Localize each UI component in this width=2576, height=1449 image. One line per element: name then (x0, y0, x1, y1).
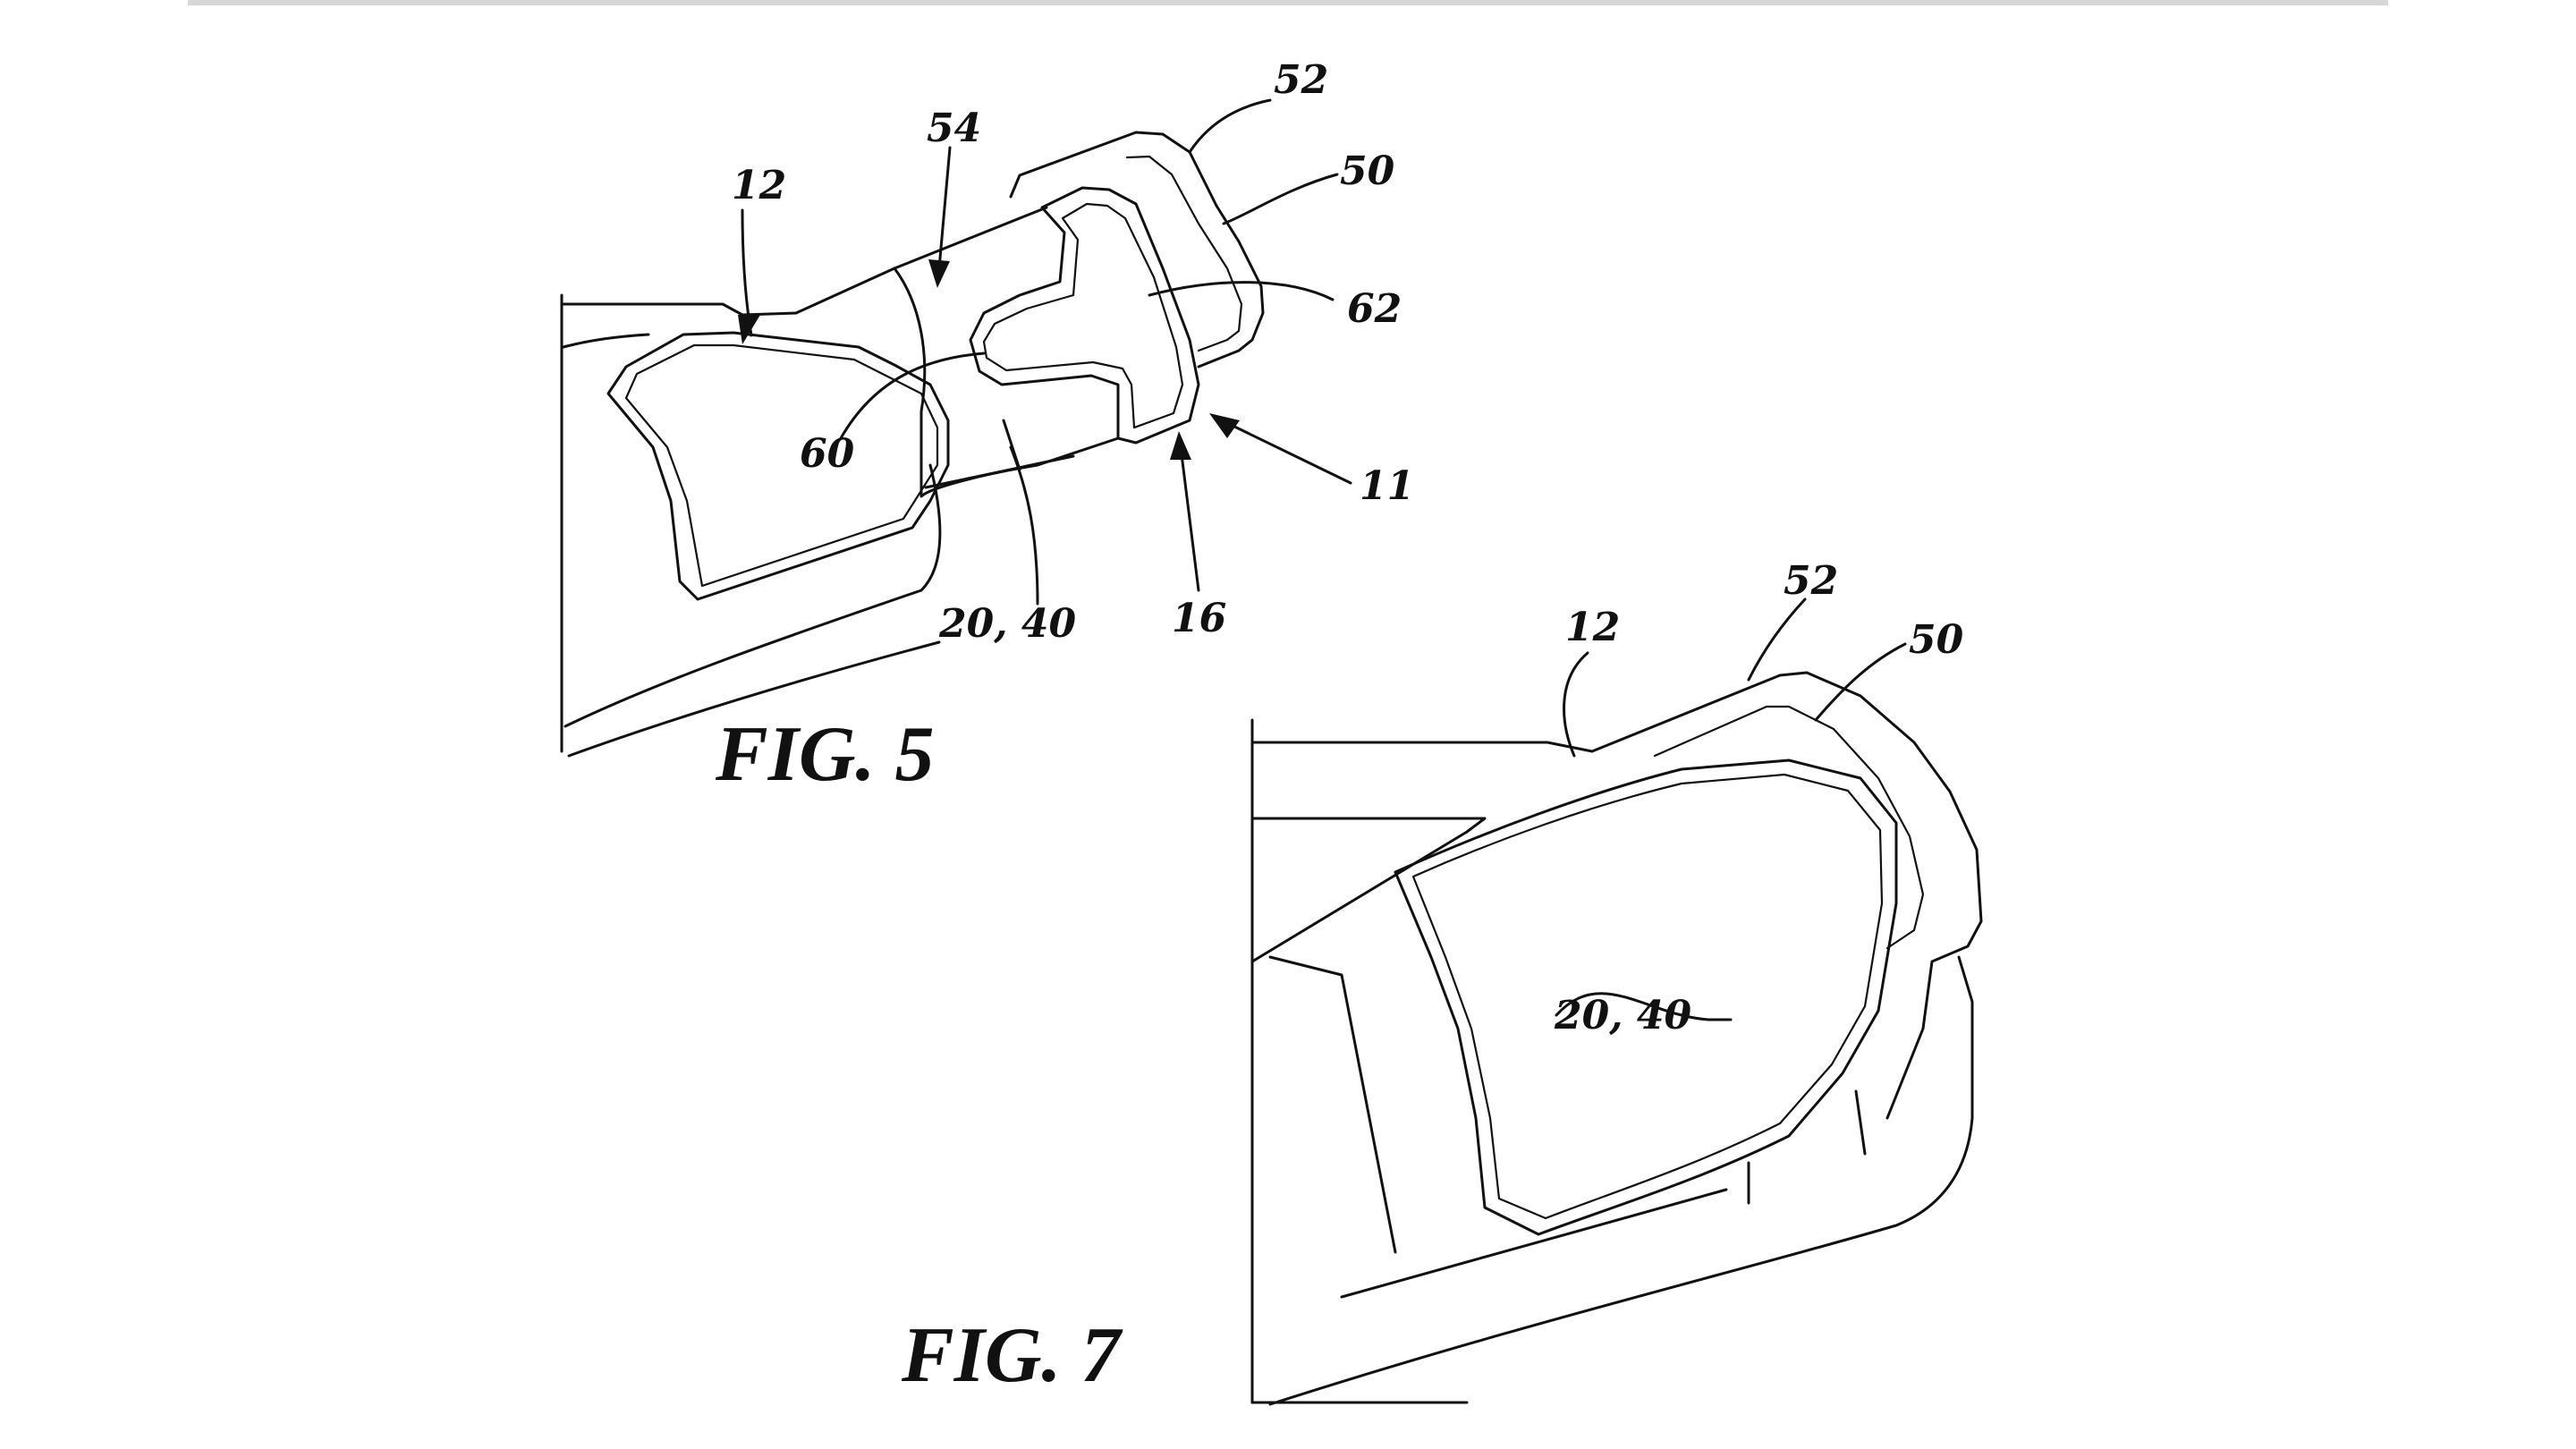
fig5-grip-pad (606, 331, 950, 601)
fig7-end-cap (1590, 671, 1983, 1120)
fig5-label-50: 50 (1340, 148, 1395, 194)
fig5-label-52: 52 (1274, 57, 1328, 103)
fig7-label-50: 50 (1909, 617, 1964, 663)
fig7-grip-pad (1394, 758, 1898, 1236)
fig5-label-62: 62 (1347, 286, 1402, 332)
fig7-title: FIG. 7 (901, 1312, 1123, 1399)
fig5-handle-body (560, 293, 942, 758)
figure-5: 12 54 52 50 62 60 11 20, 40 16 FIG. 5 (560, 57, 1414, 798)
fig7-label-20-40: 20, 40 (1554, 993, 1691, 1038)
fig5-leaders (738, 98, 1352, 606)
fig5-t-handle (969, 186, 1200, 445)
fig7-base-frame (1250, 718, 1974, 1406)
fig5-label-12: 12 (732, 163, 786, 208)
figure-7: 12 52 50 20, 40 FIG. 7 (901, 558, 1983, 1406)
fig7-label-52: 52 (1784, 558, 1838, 604)
fig5-label-54: 54 (927, 106, 981, 151)
fig7-leaders (1555, 597, 1907, 1021)
fig5-end-cap (1009, 131, 1265, 369)
fig5-label-20-40: 20, 40 (938, 601, 1076, 647)
fig5-title: FIG. 5 (715, 711, 935, 798)
top-divider (188, 0, 2388, 5)
fig5-label-16: 16 (1172, 596, 1226, 641)
fig7-label-12: 12 (1565, 605, 1620, 650)
fig5-label-11: 11 (1360, 463, 1414, 509)
fig5-label-60: 60 (800, 431, 855, 477)
